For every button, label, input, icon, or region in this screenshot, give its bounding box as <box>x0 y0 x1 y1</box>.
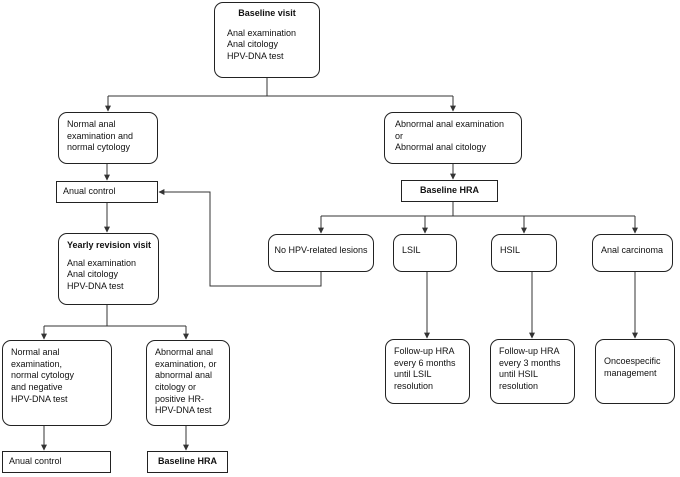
node-anual-control: Anual control <box>56 181 158 203</box>
node-normal-exam: Normal anal examination and normal cytol… <box>58 112 158 164</box>
node-text-line: HPV-DNA test <box>67 281 124 292</box>
node-anual-control-outcome-label: Anual control <box>9 456 62 466</box>
node-abnormal-positive-test: Abnormal anal examination, or abnormal a… <box>146 340 230 426</box>
node-text-line: Anal citology <box>227 39 279 50</box>
node-text-line: resolution <box>394 381 434 392</box>
node-baseline-hra: Baseline HRA <box>401 180 498 202</box>
node-text-line: normal cytology <box>67 142 131 153</box>
node-text-line: and negative <box>11 382 63 393</box>
node-text-line: Follow-up HRA <box>499 346 560 356</box>
node-text-line: management <box>604 367 657 378</box>
node-text-line: HPV-DNA test <box>11 393 68 404</box>
arrow-no-hpv-to-anual-control <box>158 189 322 287</box>
node-text-line: examination and <box>67 130 134 141</box>
node-text-line: HPV-DNA test <box>227 51 284 62</box>
node-text-line: abnormal anal <box>155 370 213 381</box>
node-text-line: Abnormal anal citology <box>395 142 487 153</box>
node-text-line: resolution <box>499 381 539 392</box>
node-text-line: Abnormal anal examination <box>395 119 505 129</box>
node-hsil: HSIL <box>491 234 557 272</box>
node-anal-carcinoma: Anal carcinoma <box>592 234 673 272</box>
node-text-line: Oncoespecific <box>604 356 661 366</box>
node-text-line: citology or <box>155 382 197 393</box>
node-no-hpv-label: No HPV-related lesions <box>274 245 368 255</box>
node-baseline-hra-outcome: Baseline HRA <box>147 451 228 473</box>
node-text-line: every 6 months <box>394 357 456 368</box>
node-text-line: every 3 months <box>499 357 561 368</box>
node-text-line: Abnormal anal <box>155 347 214 357</box>
node-text-line: until HSIL <box>499 369 539 380</box>
node-baseline-visit-lines: Anal examination Anal citology HPV-DNA t… <box>215 28 319 63</box>
node-baseline-visit: Baseline visit Anal examination Anal cit… <box>214 2 320 78</box>
node-text-line: positive HR- <box>155 393 205 404</box>
node-followup-lsil: Follow-up HRA every 6 months until LSIL … <box>385 339 470 404</box>
node-text-line: HPV-DNA test <box>155 405 212 416</box>
node-text-line: examination, <box>11 358 63 369</box>
node-baseline-hra-outcome-label: Baseline HRA <box>157 456 218 466</box>
node-lsil-label: LSIL <box>402 245 421 255</box>
node-text-line: Anal examination <box>67 257 137 268</box>
node-text-line: examination, or <box>155 358 217 369</box>
node-text-line: until LSIL <box>394 369 432 380</box>
node-anual-control-outcome: Anual control <box>2 451 111 473</box>
node-followup-hsil: Follow-up HRA every 3 months until HSIL … <box>490 339 575 404</box>
node-text-line: or <box>395 130 404 141</box>
node-lsil: LSIL <box>393 234 457 272</box>
node-baseline-hra-label: Baseline HRA <box>419 185 480 195</box>
node-hsil-label: HSIL <box>500 245 521 255</box>
node-anal-carcinoma-label: Anal carcinoma <box>601 245 664 255</box>
node-oncoespecific-management: Oncoespecific management <box>595 339 675 404</box>
node-text-line: Anal examination <box>227 27 297 38</box>
node-text-line: normal cytology <box>11 370 75 381</box>
node-text-line: Anal citology <box>67 269 119 280</box>
node-yearly-revision-visit: Yearly revision visit Anal examination A… <box>58 233 159 305</box>
node-normal-negative-test: Normal anal examination, normal cytology… <box>2 340 112 426</box>
node-abnormal-exam: Abnormal anal examination or Abnormal an… <box>384 112 522 164</box>
node-yearly-revision-title: Yearly revision visit <box>67 240 152 250</box>
node-anual-control-label: Anual control <box>63 186 116 196</box>
node-text-line: Follow-up HRA <box>394 346 455 356</box>
node-text-line: Normal anal <box>67 119 116 129</box>
node-text-line: Normal anal <box>11 347 60 357</box>
node-baseline-visit-title: Baseline visit <box>238 8 296 18</box>
node-no-hpv-lesions: No HPV-related lesions <box>268 234 374 272</box>
